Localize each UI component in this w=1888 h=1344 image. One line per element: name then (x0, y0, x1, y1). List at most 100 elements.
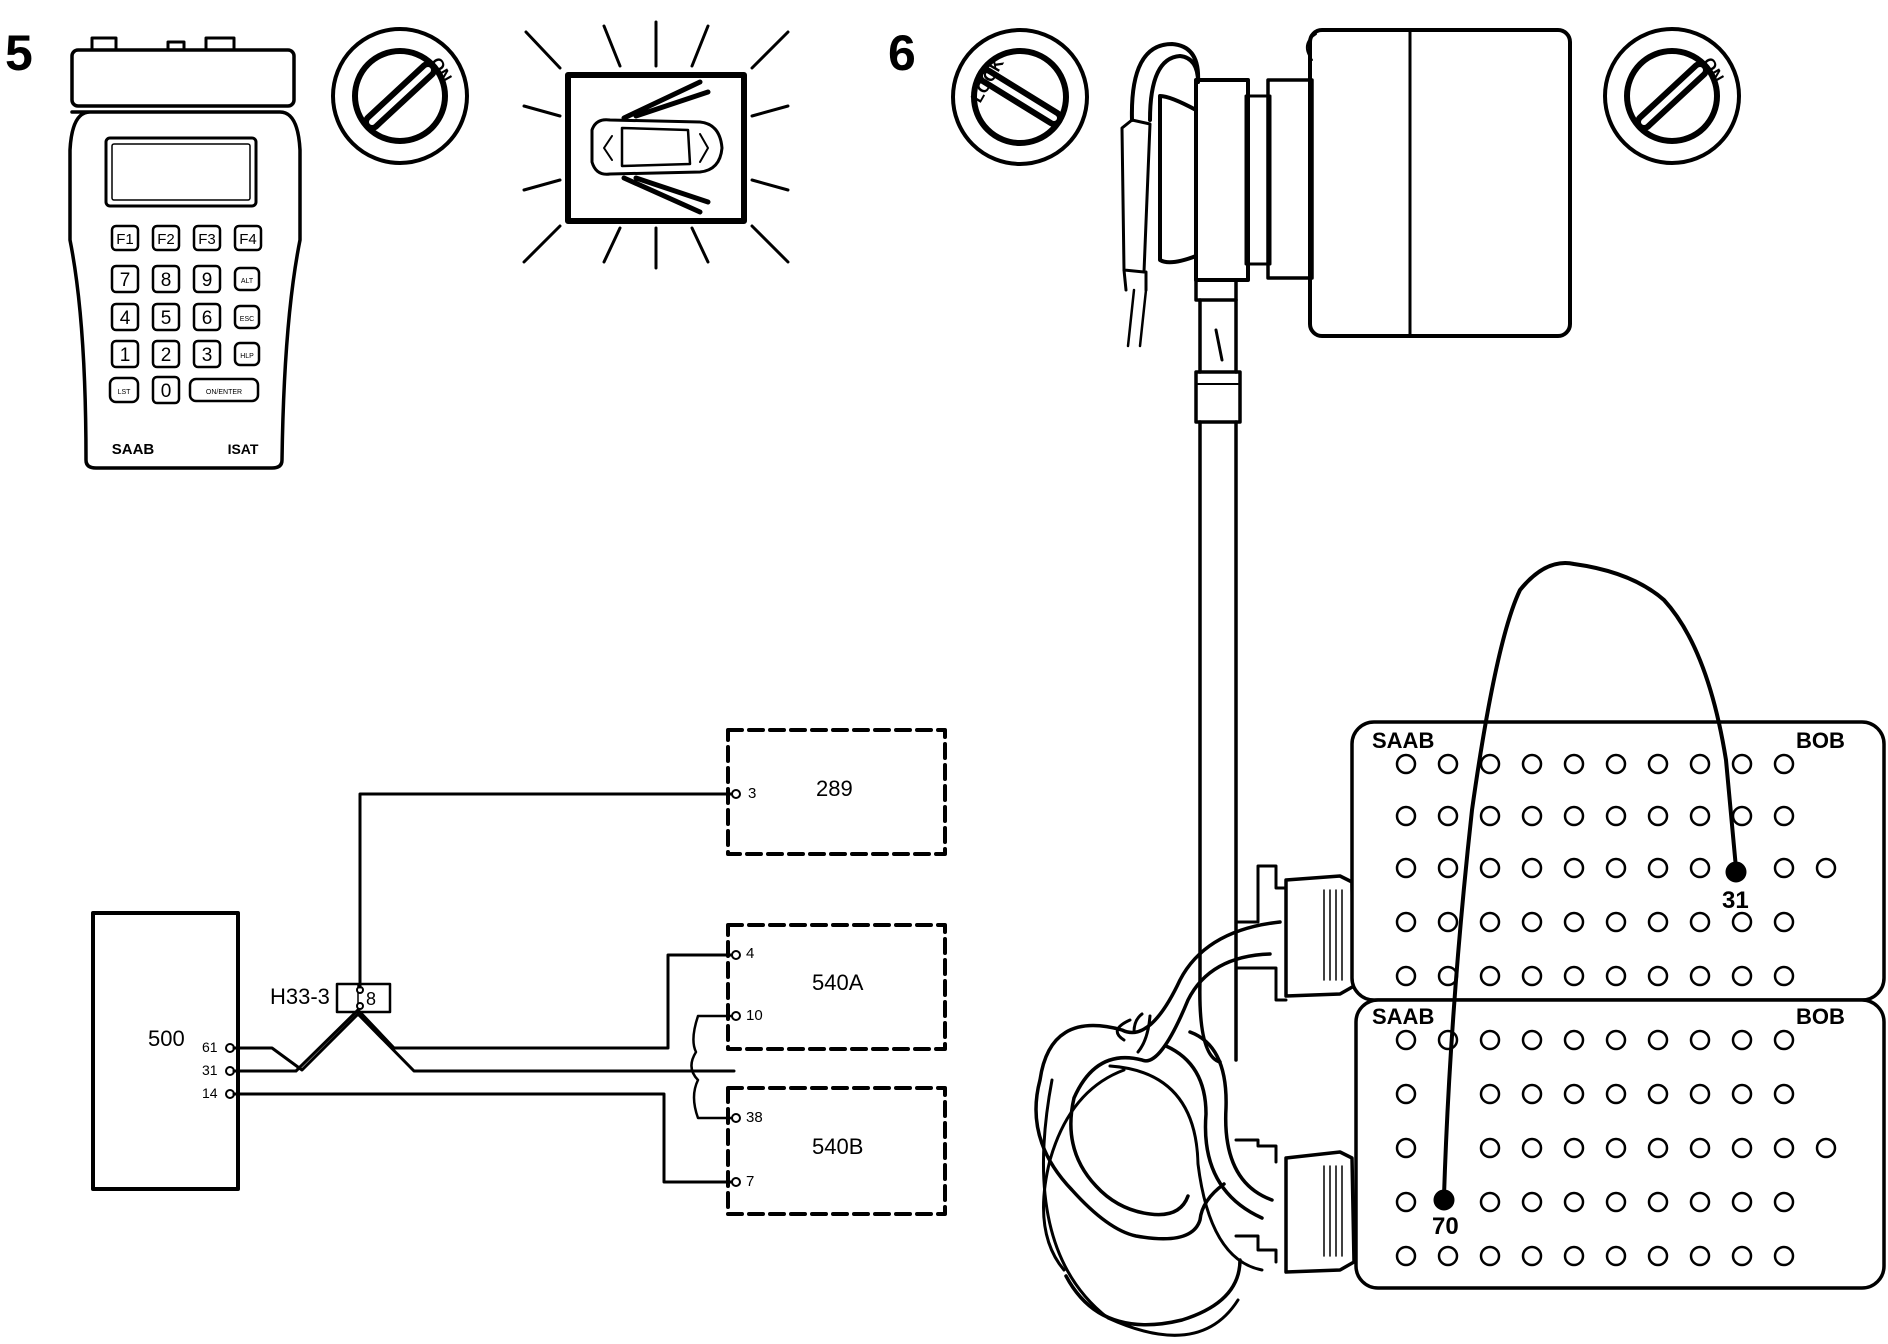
key-4: 4 (120, 308, 131, 329)
fn-keys-row: F1 F2 F3 F4 (110, 224, 263, 252)
key-0: 0 (161, 381, 172, 402)
pin-70-label: 70 (1432, 1213, 1459, 1240)
tester-model: ISAT (228, 441, 259, 457)
bob-pin-hole (1563, 857, 1585, 879)
bob-pin-hole (1437, 911, 1459, 933)
box-540b-pin-7: 7 (746, 1173, 754, 1190)
bob-pin-hole (1731, 1083, 1753, 1105)
jumper-wire (1433, 561, 1747, 1211)
bob-pin-hole (1731, 1029, 1753, 1051)
bob-pin-hole (1479, 1137, 1501, 1159)
bob-pin-hole (1731, 1191, 1753, 1213)
box-540a-pin-10: 10 (746, 1007, 763, 1024)
bob-pin-hole (1563, 753, 1585, 775)
key-esc: ESC (240, 316, 254, 323)
key-6: 6 (202, 308, 213, 329)
box-540b-pin-38: 38 (746, 1109, 763, 1126)
bob-pin-hole (1647, 1083, 1669, 1105)
bob-pin-hole (1647, 1245, 1669, 1267)
key-9: 9 (202, 270, 213, 291)
bob-pin-hole (1395, 965, 1417, 987)
key-on-enter: ON/ENTER (206, 389, 242, 396)
bob-pin-hole (1689, 753, 1711, 775)
bob-panel-top (1350, 720, 1886, 1002)
bob-pin-hole (1395, 1191, 1417, 1213)
key-7: 7 (120, 270, 131, 291)
key-1: 1 (120, 345, 131, 366)
bob-pin-hole (1479, 965, 1501, 987)
bob-pin-hole (1731, 753, 1753, 775)
bob-pin-hole (1731, 911, 1753, 933)
bob-pin-hole (1479, 805, 1501, 827)
bob-pin-hole (1479, 911, 1501, 933)
bob-pin-hole (1479, 1245, 1501, 1267)
bob-pin-hole (1605, 1245, 1627, 1267)
bob-top-right-label: BOB (1796, 728, 1845, 753)
key-lst: LST (118, 389, 132, 396)
bob-pin-hole (1689, 857, 1711, 879)
junction-pin-8: 8 (366, 989, 376, 1009)
bob-pin-hole (1605, 965, 1627, 987)
bob-pin-hole (1773, 1137, 1795, 1159)
ignition-switch-on-icon: ON (331, 27, 469, 165)
bob-pin-hole (1773, 965, 1795, 987)
bob-pin-hole (1437, 753, 1459, 775)
bob-pin-hole (1731, 965, 1753, 987)
bob-pin-hole (1605, 1029, 1627, 1051)
bob-pin-hole (1521, 1137, 1543, 1159)
bob-pin-hole (1563, 911, 1585, 933)
bob-pin-hole (1773, 1191, 1795, 1213)
bob-pin-hole (1437, 1029, 1459, 1051)
bob-pin-hole (1773, 1245, 1795, 1267)
bob-pin-hole (1563, 1245, 1585, 1267)
bob-pin-hole (1773, 857, 1795, 879)
key-f2: F2 (157, 231, 175, 248)
bob-pin-hole (1689, 911, 1711, 933)
bob-pin-hole (1647, 857, 1669, 879)
box-540a-pin-4: 4 (746, 945, 754, 962)
bob-pin-hole (1563, 965, 1585, 987)
bob-pin-hole (1605, 805, 1627, 827)
bob-pin-hole (1395, 1137, 1417, 1159)
key-2: 2 (161, 345, 172, 366)
bob-pin-hole (1689, 1083, 1711, 1105)
bob-pin-hole (1689, 965, 1711, 987)
bob-pin-hole (1605, 1083, 1627, 1105)
bob-pin-hole (1647, 1191, 1669, 1213)
step-6-number: 6 (888, 25, 916, 81)
bob-pin-hole (1479, 857, 1501, 879)
key-f1: F1 (116, 231, 134, 248)
bob-pin-hole (1647, 1137, 1669, 1159)
ignition-on-label-2: ON (1698, 54, 1727, 86)
bob-pin-hole (1647, 805, 1669, 827)
bob-pin-hole (1647, 1029, 1669, 1051)
bob-pin-hole (1563, 1029, 1585, 1051)
bob-pin-hole (1479, 753, 1501, 775)
bob-pin-hole (1521, 1191, 1543, 1213)
bob-top-left-label: SAAB (1372, 728, 1434, 753)
box-540b-label: 540B (812, 1134, 863, 1159)
bob-pin-hole (1647, 911, 1669, 933)
bob-pin-hole (1521, 1245, 1543, 1267)
ignition-switch-lock-icon: LOCK (951, 28, 1089, 166)
bob-pin-hole (1395, 753, 1417, 775)
ecu-500-label: 500 (148, 1026, 185, 1051)
ecu-pin-31: 31 (202, 1062, 218, 1078)
wiring-schematic: 500 61 31 14 H33-3 8 3 289 4 10 540 (91, 728, 947, 1216)
bob-pin-hole (1605, 1191, 1627, 1213)
junction-h33-3-label: H33-3 (270, 984, 330, 1009)
bob-pin-hole (1395, 1245, 1417, 1267)
bob-pin-hole (1605, 911, 1627, 933)
bob-pin-hole (1689, 1245, 1711, 1267)
bob-pin-hole (1521, 1083, 1543, 1105)
bob-connector-top (1274, 874, 1356, 1002)
key-f3: F3 (198, 231, 216, 248)
control-module (1120, 28, 1572, 424)
key-8: 8 (161, 270, 172, 291)
box-289-pin: 3 (748, 785, 756, 802)
bob-pin-hole (1689, 805, 1711, 827)
bob-pin-hole (1605, 1137, 1627, 1159)
tester-brand: SAAB (112, 441, 155, 458)
bob-pin-hole (1815, 857, 1837, 879)
num-keys-row-3: 1 2 3 HLP (110, 339, 261, 369)
